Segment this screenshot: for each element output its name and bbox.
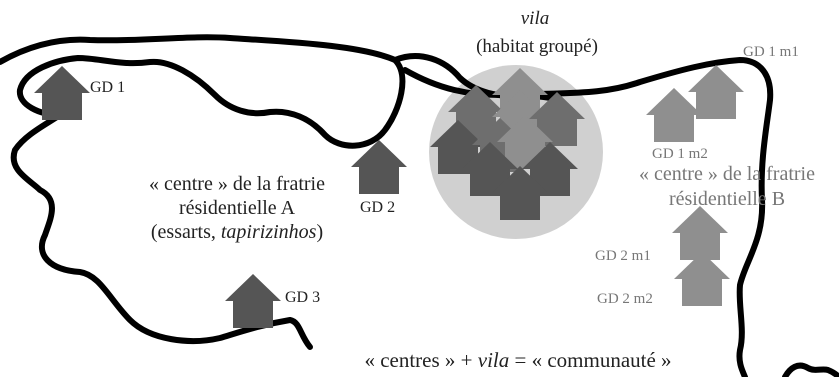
house-icon-gd2m1 <box>672 206 728 260</box>
river-line <box>0 34 406 350</box>
centre-a-line-2: résidentielle A <box>179 197 296 219</box>
label-gd1m1: GD 1 m1 <box>743 44 799 60</box>
bottom-equation-italic: vila <box>478 348 510 372</box>
centre-a-line-3-post: ) <box>316 221 323 243</box>
house-icon-gd3 <box>225 274 281 328</box>
bottom-equation-pre: « centres » + <box>364 348 477 372</box>
centre-a-line-3-pre: (essarts, <box>151 221 221 243</box>
label-gd2m1: GD 2 m1 <box>595 248 651 264</box>
vila-title: vila <box>521 8 550 29</box>
label-gd1m2: GD 1 m2 <box>652 146 708 162</box>
label-gd1: GD 1 <box>90 79 125 96</box>
centre-a-line-1: « centre » de la fratrie <box>149 173 325 195</box>
centre-b-line-1: « centre » de la fratrie <box>639 163 815 185</box>
house-icon-gd1m2 <box>646 88 702 142</box>
bottom-equation-post: = « communauté » <box>509 348 671 372</box>
bottom-equation: « centres » + vila = « communauté » <box>364 348 671 372</box>
label-gd2: GD 2 <box>360 199 395 216</box>
centre-a-line-3: (essarts, tapirizinhos) <box>151 221 323 243</box>
label-gd2m2: GD 2 m2 <box>597 291 653 307</box>
centre-a-line-3-italic: tapirizinhos <box>221 221 317 243</box>
house-icon-gd1 <box>34 66 90 120</box>
river-line-3 <box>782 362 839 380</box>
label-gd3: GD 3 <box>285 289 320 306</box>
house-icon-gd2m2 <box>674 252 730 306</box>
centre-b-line-2: résidentielle B <box>669 188 785 210</box>
vila-subtitle: (habitat groupé) <box>476 36 598 57</box>
